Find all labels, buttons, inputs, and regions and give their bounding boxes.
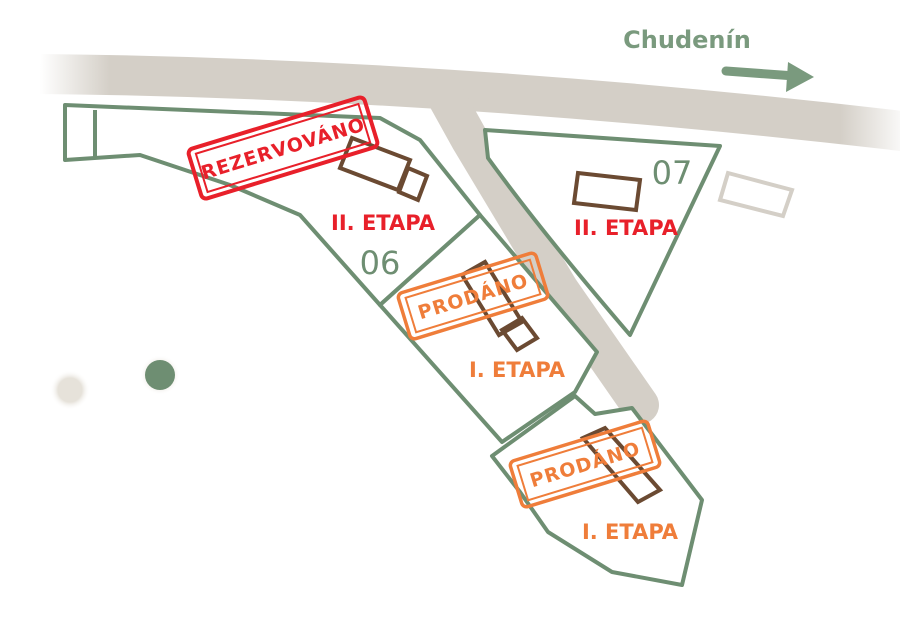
direction-label: Chudenín — [623, 26, 751, 54]
tree-marker — [145, 360, 175, 390]
plot-middle[interactable] — [378, 213, 599, 444]
side-road — [426, 76, 659, 424]
plot-07[interactable] — [483, 128, 722, 337]
plot-number: 06 — [360, 244, 401, 282]
building-07 — [571, 170, 643, 213]
arrow-right-icon — [721, 62, 814, 92]
plot-06[interactable] — [63, 103, 482, 307]
tree-marker — [50, 370, 90, 410]
stage-label: II. ETAPA — [574, 216, 679, 240]
building-bottom — [579, 425, 664, 505]
stage-label: I. ETAPA — [469, 358, 566, 382]
stage-label: II. ETAPA — [331, 211, 436, 235]
neighbor-building — [717, 170, 795, 219]
building-middle — [459, 259, 540, 353]
plot-number: 07 — [652, 154, 693, 192]
stage-label: I. ETAPA — [582, 520, 679, 544]
plot-bottom[interactable] — [490, 394, 704, 587]
